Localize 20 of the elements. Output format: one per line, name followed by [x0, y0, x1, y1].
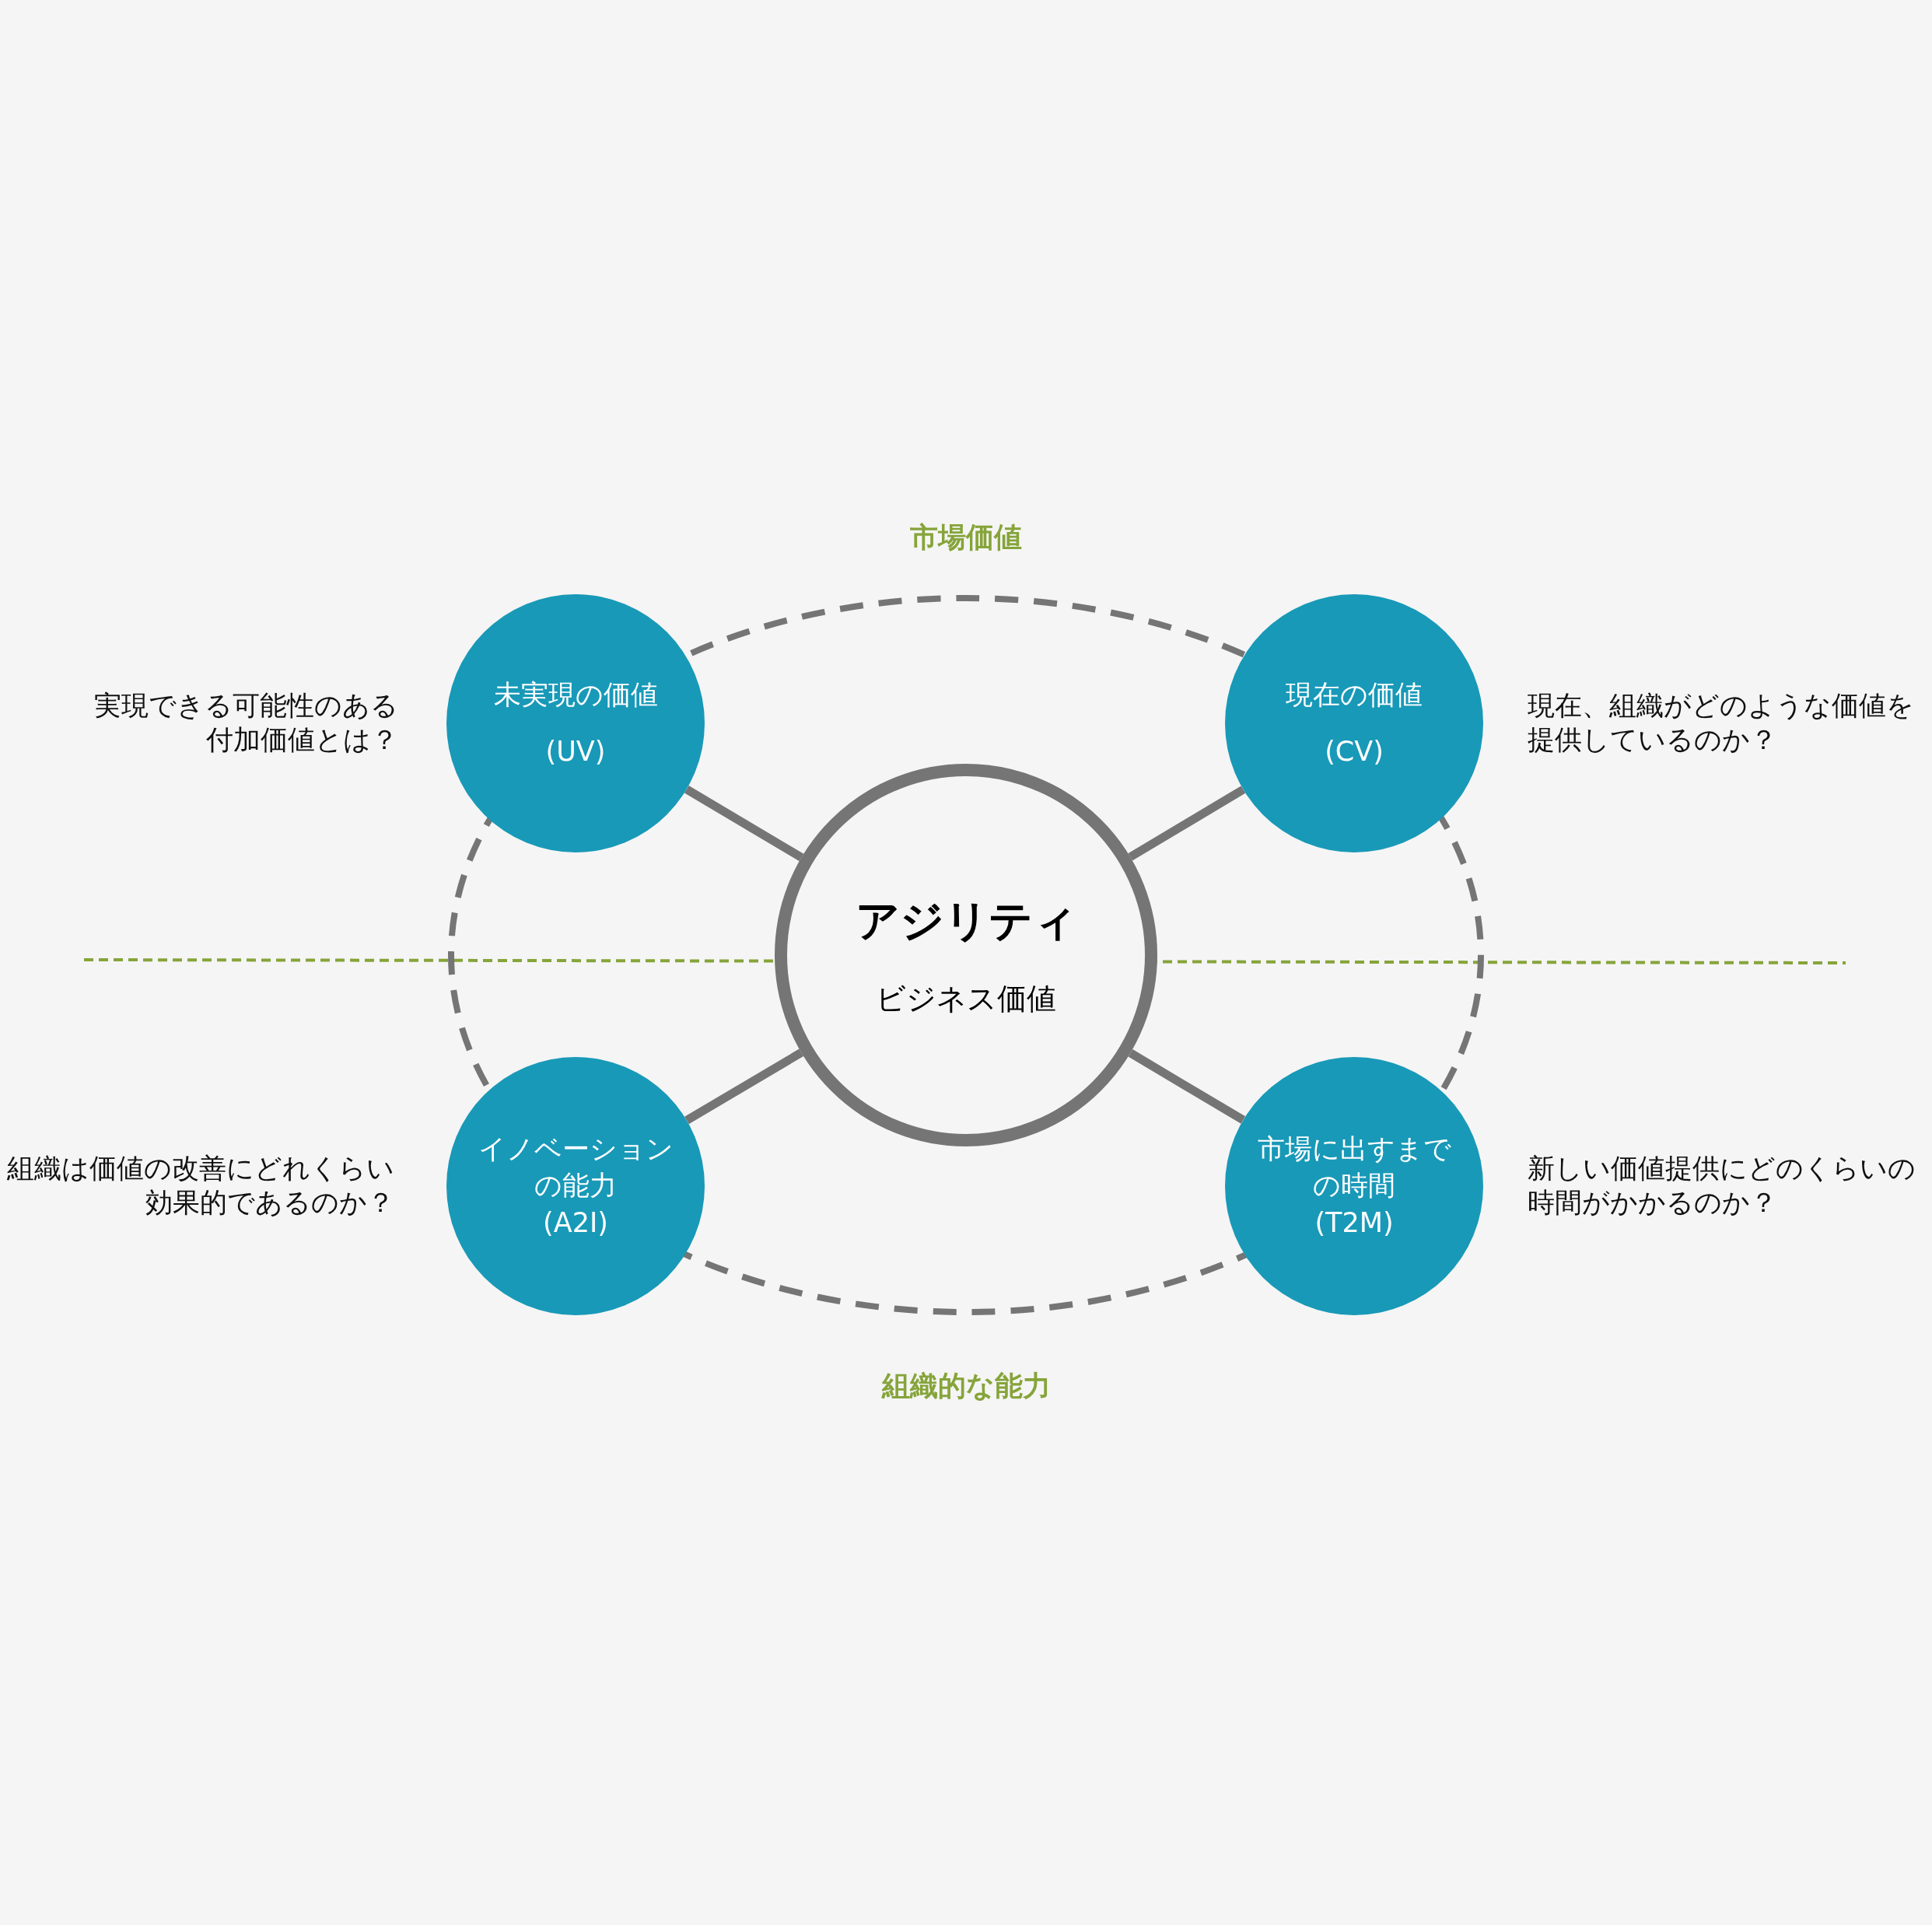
- circle-abbreviation: (UV): [545, 735, 606, 768]
- connector-line: [684, 1048, 804, 1125]
- question-text: 現在、組織がどのような価値を提供しているのか？: [1528, 689, 1915, 757]
- circle-title: 現在の価値: [1286, 677, 1423, 712]
- circle-subtitle: ビジネス価値: [876, 980, 1056, 1017]
- circle-title: 市場に出すまでの時間: [1256, 1132, 1452, 1203]
- connector-line: [684, 786, 804, 862]
- circle-abbreviation: (A2I): [543, 1206, 608, 1240]
- connector-line: [1128, 786, 1246, 861]
- question-text: 新しい価値提供にどのくらいの時間がかかるのか？: [1528, 1152, 1916, 1220]
- circle-title: イノベーションの能力: [477, 1132, 674, 1203]
- axis-label: 組織的な能力: [881, 1368, 1051, 1403]
- circle-title: アジリティ: [855, 894, 1077, 947]
- question-text: 実現できる可能性のある付加価値とは？: [93, 689, 398, 757]
- circle-title: 未実現の価値: [493, 677, 658, 712]
- connector-line: [1128, 1049, 1246, 1124]
- question-text: 組織は価値の改善にどれくらい効果的であるのか？: [6, 1152, 394, 1220]
- circle-abbreviation: (T2M): [1314, 1206, 1394, 1240]
- circle-abbreviation: (CV): [1325, 735, 1384, 768]
- axis-label: 市場価値: [910, 520, 1022, 555]
